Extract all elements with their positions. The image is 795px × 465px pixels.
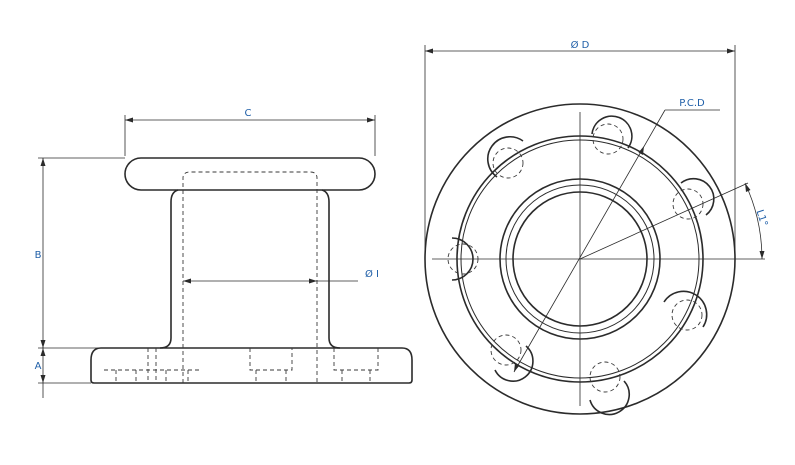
bolt-hole-4	[589, 380, 631, 416]
top-view: Ø D P.C.D L1°	[424, 39, 770, 416]
dim-i-arrow-right	[309, 278, 317, 284]
body-right-wall	[321, 189, 341, 349]
bolt-hole-7-hidden	[492, 147, 524, 179]
center-line-angled	[579, 182, 749, 260]
pcd-leader-line	[513, 109, 666, 373]
dim-i-arrow-left	[183, 278, 191, 284]
body-left-wall	[159, 189, 179, 349]
dim-a-arrow-bottom	[40, 375, 46, 383]
bolt-hole-1-hidden	[592, 123, 624, 155]
bolt-hole-5-hidden	[490, 334, 522, 366]
dim-b-label: B	[35, 250, 42, 261]
dim-a-arrow-top	[40, 348, 46, 356]
dim-d-arrow-left	[425, 48, 433, 54]
bolt-hole-2	[680, 177, 715, 216]
bolt-hole-2-hidden	[672, 188, 704, 220]
angle-arrow-top	[745, 183, 751, 192]
pcd-arrow-top	[638, 146, 644, 155]
bolt-hole-5	[494, 345, 534, 382]
dim-d-arrow-right	[727, 48, 735, 54]
angle-label: L1°	[754, 208, 770, 228]
dim-c-label: C	[245, 108, 252, 119]
angle-arrow-bottom	[759, 251, 765, 259]
bolt-hole-4-hidden	[589, 361, 621, 393]
hidden-bolt-left	[104, 348, 200, 383]
bolt-hole-3	[663, 290, 708, 328]
dim-d-label: Ø D	[571, 39, 590, 51]
dim-b-arrow-top	[40, 158, 46, 166]
hidden-bolt-right	[333, 348, 379, 383]
dim-i-label: Ø I	[365, 268, 379, 280]
bolt-holes	[447, 115, 715, 416]
dim-a-label: A	[35, 361, 42, 372]
base-plate	[90, 347, 413, 384]
pcd-label: P.C.D	[679, 98, 705, 109]
dim-c-arrow-right	[367, 117, 375, 123]
bolt-hole-7	[487, 136, 524, 178]
bolt-hole-1	[591, 115, 633, 149]
side-view: C B A Ø I	[35, 108, 413, 398]
bolt-hole-3-hidden	[671, 299, 703, 331]
hidden-bolt-center	[249, 348, 293, 383]
hidden-bore	[182, 171, 318, 383]
dim-c-arrow-left	[125, 117, 133, 123]
top-cap	[124, 157, 376, 191]
pcd-arrow-bottom	[514, 363, 520, 372]
